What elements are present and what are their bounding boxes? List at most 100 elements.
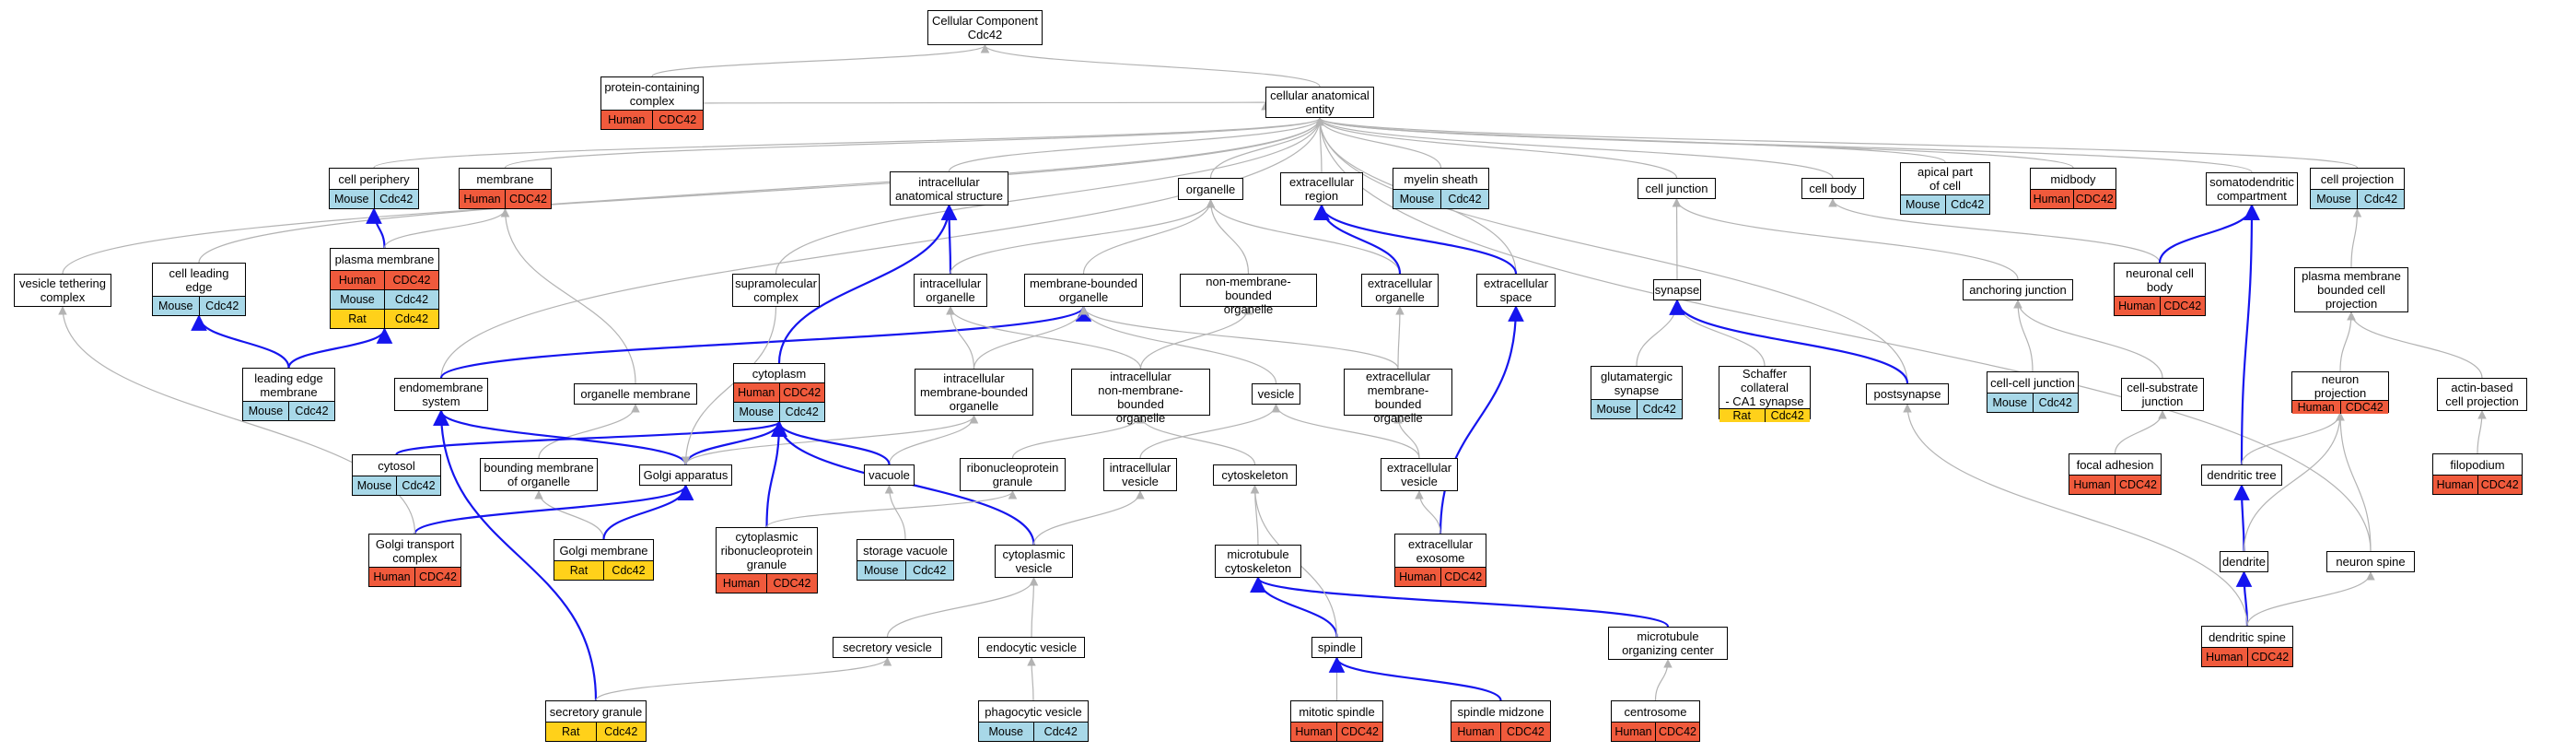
gene-cell: Cdc42 [396, 476, 440, 495]
node-secv[interactable]: secretory vesicle [833, 637, 942, 658]
edge-lem-to-cle [191, 314, 290, 369]
node-inmbo[interactable]: intracellular non-membrane-bounded organ… [1071, 369, 1210, 425]
node-vtc[interactable]: vesicle tethering complex [14, 274, 111, 307]
node-exr[interactable]: extracellular region [1280, 172, 1363, 206]
node-cj[interactable]: cell junction [1638, 178, 1716, 199]
edge-endv-to-cv [1029, 577, 1039, 638]
node-label: cell junction [1645, 182, 1708, 195]
node-ves[interactable]: vesicle [1252, 383, 1300, 405]
node-mbo[interactable]: membrane-bounded organelle [1024, 274, 1143, 307]
node-syn[interactable]: synapse [1653, 279, 1701, 300]
gene-cell: Cdc42 [904, 561, 953, 580]
node-org[interactable]: organelle [1178, 178, 1243, 200]
node-iv[interactable]: intracellular vesicle [1103, 458, 1177, 491]
gene-cell: Cdc42 [1764, 409, 1810, 422]
node-nmbo[interactable]: non-membrane-bounded organelle [1180, 274, 1317, 316]
edge-cle-to-cae [198, 117, 1324, 264]
node-psy[interactable]: postsynapse [1866, 383, 1949, 405]
node-label: vesicle tethering complex [19, 276, 106, 304]
node-label: somatodendritic compartment [2209, 175, 2294, 203]
node-cb[interactable]: cell body [1801, 178, 1864, 199]
node-embo[interactable]: extracellular membrane-bounded organelle [1344, 369, 1452, 425]
node-exo[interactable]: extracellular organelle [1361, 274, 1439, 307]
edge-pcc-to-cae [703, 101, 1266, 112]
node-rnpg[interactable]: ribonucleoprotein granule [960, 458, 1066, 491]
node-ns[interactable]: neuron spine [2326, 551, 2415, 572]
gene-cell: Cdc42 [198, 297, 245, 315]
node-ias[interactable]: intracellular anatomical structure [890, 171, 1008, 206]
node-cae[interactable]: cellular anatomical entity [1265, 87, 1374, 118]
node-sdc[interactable]: somatodendritic compartment [2206, 172, 2298, 206]
gene-cell: CDC42 [2159, 297, 2205, 315]
node-spi[interactable]: spindle [1311, 637, 1362, 658]
node-dt[interactable]: dendritic tree [2201, 464, 2282, 486]
node-io[interactable]: intracellular organelle [914, 274, 987, 307]
node-csj[interactable]: cell-substrate junction [2121, 378, 2204, 411]
node-smc[interactable]: supramolecular complex [732, 274, 820, 307]
node-label: cytoplasm [752, 366, 807, 381]
node-bmo[interactable]: bounding membrane of organelle [480, 458, 598, 491]
node-label: Golgi transport complex [375, 536, 455, 565]
node-den[interactable]: dendrite [2220, 551, 2268, 572]
node-om[interactable]: organelle membrane [574, 383, 697, 405]
edge-csj-to-aj [2013, 300, 2163, 379]
node-pmbcp[interactable]: plasma membrane bounded cell projection [2294, 267, 2408, 312]
node-mtoc[interactable]: microtubule organizing center [1608, 627, 1728, 660]
gene-cell: CDC42 [2246, 648, 2292, 666]
node-exs[interactable]: extracellular space [1476, 274, 1556, 307]
species-cell: Human [369, 568, 414, 586]
species-cell: Mouse [243, 402, 288, 420]
node-abcp[interactable]: actin-based cell projection [2437, 378, 2527, 411]
node-cc[interactable]: Cellular Component Cdc42 [927, 10, 1043, 45]
node-imbo[interactable]: intracellular membrane-bounded organelle [915, 369, 1033, 416]
node-vac[interactable]: vacuole [864, 464, 915, 486]
edge-cpj-to-cae [1315, 117, 2359, 169]
node-cv[interactable]: cytoplasmic vesicle [995, 545, 1073, 578]
species-cell: Human [1612, 723, 1655, 741]
node-aj[interactable]: anchoring junction [1963, 279, 2073, 300]
node-endv[interactable]: endocytic vesicle [978, 637, 1085, 658]
edge-ems-to-cae [440, 117, 1324, 379]
node-csk[interactable]: cytoskeleton [1213, 464, 1297, 486]
edge-ias-to-cae [948, 117, 1324, 172]
node-ga[interactable]: Golgi apparatus [639, 464, 732, 486]
gene-cell: Cdc42 [603, 561, 653, 580]
node-ems[interactable]: endomembrane system [394, 378, 488, 411]
node-exv[interactable]: extracellular vesicle [1381, 458, 1458, 491]
node-mtcs[interactable]: microtubule cytoskeleton [1215, 545, 1301, 578]
